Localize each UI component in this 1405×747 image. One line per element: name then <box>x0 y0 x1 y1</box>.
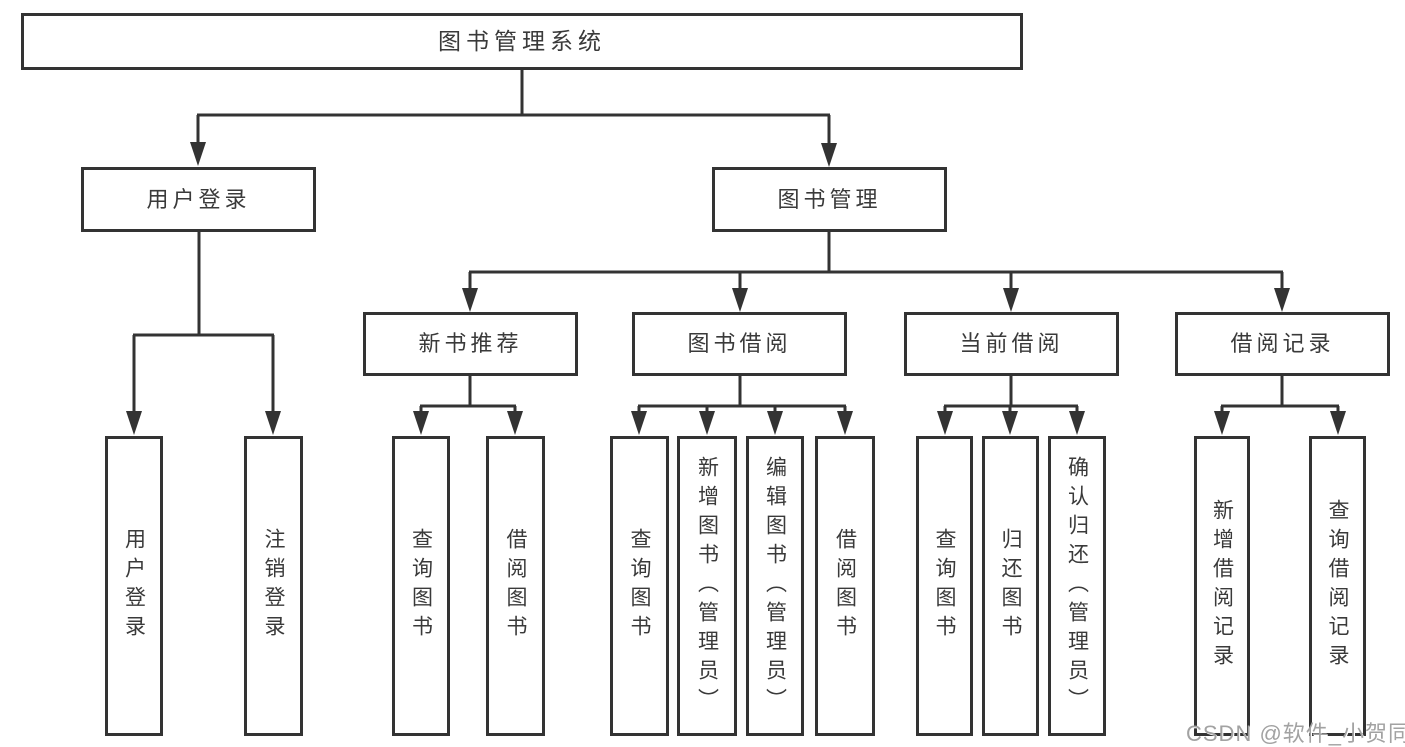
node-new-book-recommend-label: 新书推荐 <box>418 331 523 356</box>
leaf-query-borrow-record-label: 查询借阅记录 <box>1326 499 1349 673</box>
leaf-query-books-recommend: 查询图书 <box>392 436 450 736</box>
leaf-logout-label: 注销登录 <box>262 528 285 644</box>
leaf-add-borrow-record: 新增借阅记录 <box>1194 436 1250 736</box>
node-root-label: 图书管理系统 <box>438 28 606 54</box>
leaf-borrow-books-recommend: 借阅图书 <box>486 436 545 736</box>
leaf-borrow-books-recommend-label: 借阅图书 <box>504 528 527 644</box>
leaf-user-login-label: 用户登录 <box>122 528 146 644</box>
leaf-confirm-return-admin-label: 确认归还（管理员） <box>1065 455 1089 717</box>
node-root: 图书管理系统 <box>21 13 1023 70</box>
leaf-edit-book-admin: 编辑图书（管理员） <box>746 436 804 736</box>
leaf-query-books-borrow-label: 查询图书 <box>628 528 651 644</box>
node-current-borrow-label: 当前借阅 <box>959 331 1064 356</box>
leaf-add-borrow-record-label: 新增借阅记录 <box>1210 499 1234 673</box>
leaf-borrow-books-borrow-label: 借阅图书 <box>833 528 857 644</box>
node-book-borrow: 图书借阅 <box>632 312 847 376</box>
node-book-management-label: 图书管理 <box>777 186 882 212</box>
leaf-query-books-current-label: 查询图书 <box>933 528 956 644</box>
leaf-add-book-admin-label: 新增图书（管理员） <box>695 455 719 717</box>
leaf-confirm-return-admin: 确认归还（管理员） <box>1048 436 1106 736</box>
node-user-login-label: 用户登录 <box>146 186 251 212</box>
leaf-return-book-label: 归还图书 <box>999 528 1022 644</box>
node-user-login: 用户登录 <box>81 167 316 232</box>
leaf-query-books-current: 查询图书 <box>916 436 973 736</box>
node-borrow-records-label: 借阅记录 <box>1230 331 1335 356</box>
node-book-borrow-label: 图书借阅 <box>687 331 792 356</box>
node-new-book-recommend: 新书推荐 <box>363 312 578 376</box>
leaf-add-book-admin: 新增图书（管理员） <box>677 436 737 736</box>
node-book-management: 图书管理 <box>712 167 947 232</box>
leaf-edit-book-admin-label: 编辑图书（管理员） <box>763 455 787 717</box>
leaf-logout: 注销登录 <box>244 436 303 736</box>
leaf-return-book: 归还图书 <box>982 436 1039 736</box>
leaf-query-borrow-record: 查询借阅记录 <box>1309 436 1366 736</box>
csdn-watermark: CSDN @软件_小贺同学 <box>1186 721 1405 746</box>
leaf-query-books-borrow: 查询图书 <box>610 436 669 736</box>
node-borrow-records: 借阅记录 <box>1175 312 1390 376</box>
leaf-query-books-recommend-label: 查询图书 <box>409 528 433 644</box>
node-current-borrow: 当前借阅 <box>904 312 1119 376</box>
leaf-user-login: 用户登录 <box>105 436 163 736</box>
leaf-borrow-books-borrow: 借阅图书 <box>815 436 875 736</box>
